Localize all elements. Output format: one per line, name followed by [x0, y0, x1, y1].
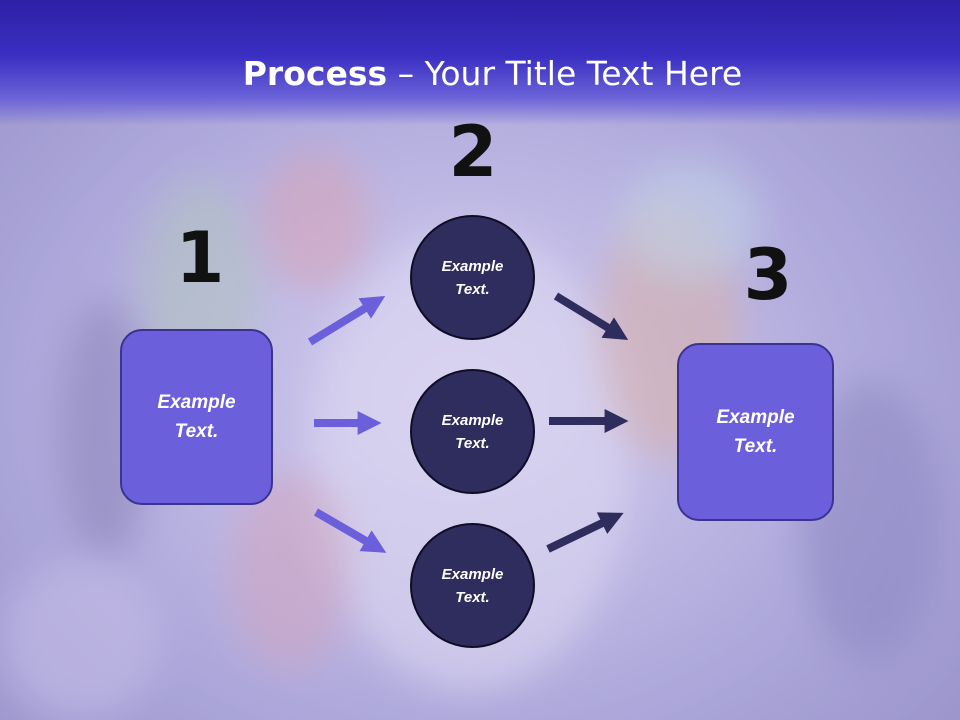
step-number-2: 2 [448, 111, 498, 193]
arrow-from-top-circle [553, 292, 629, 340]
step-2-circle-top: Example Text. [410, 215, 535, 340]
step-2-circle-middle-text: Example Text. [441, 411, 504, 452]
step-3-box: Example Text. [677, 343, 834, 521]
arrow-to-top-circle [307, 295, 386, 346]
step-2-circle-top-text: Example Text. [441, 257, 504, 298]
title-rest: – Your Title Text Here [387, 54, 743, 93]
arrow-to-bottom-circle [313, 508, 387, 553]
title-bold: Process [242, 54, 388, 93]
step-number-3: 3 [743, 234, 793, 316]
step-number-1: 1 [175, 217, 225, 299]
step-3-text: Example Text. [716, 407, 795, 457]
step-2-circle-bottom-text: Example Text. [441, 565, 504, 606]
step-1-text: Example Text. [157, 392, 236, 442]
title-bar [0, 0, 960, 125]
step-2-circle-bottom: Example Text. [410, 523, 535, 648]
slide-title: Process – Your Title Text Here [0, 52, 960, 96]
arrow-from-bottom-circle [546, 512, 624, 553]
step-2-circle-middle: Example Text. [410, 369, 535, 494]
step-1-box: Example Text. [120, 329, 273, 505]
